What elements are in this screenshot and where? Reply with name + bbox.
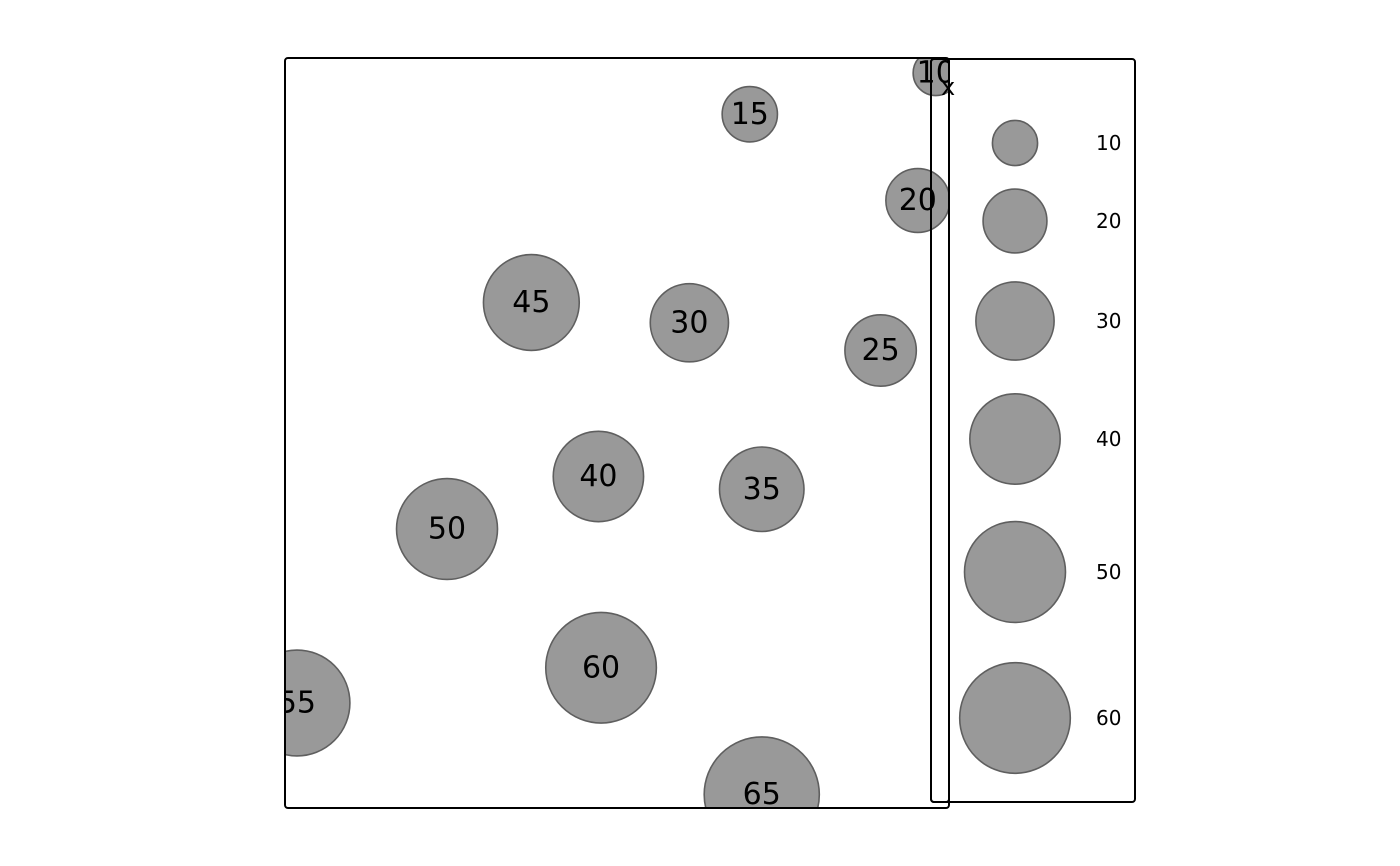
- bubble-point: [885, 167, 949, 234]
- legend-label: 40: [1096, 427, 1121, 451]
- bubble-point: [285, 649, 351, 757]
- legend-key: [991, 119, 1039, 167]
- legend-label: 60: [1096, 706, 1121, 730]
- bubble-point: [718, 446, 805, 533]
- legend-key: [975, 281, 1055, 361]
- bubble-point: [844, 313, 918, 387]
- bubble-label: 60: [582, 650, 620, 685]
- bubble-label: 65: [743, 777, 781, 812]
- bubble-label: 50: [428, 512, 466, 547]
- bubble-label: 45: [512, 285, 550, 320]
- bubble-point: [649, 282, 730, 363]
- bubble-label: 55: [278, 686, 316, 721]
- bubble-point: [395, 477, 499, 581]
- bubble-point: [544, 611, 658, 724]
- legend-key-strip: [930, 58, 950, 803]
- legend-key: [958, 661, 1072, 775]
- bubble-point: [721, 85, 779, 143]
- bubble-point: [552, 430, 645, 523]
- bubble-point: [703, 736, 821, 808]
- bubble-label: 15: [731, 97, 769, 132]
- legend-key: [969, 393, 1061, 485]
- legend-label: 50: [1096, 560, 1121, 584]
- bubble-label: 35: [743, 472, 781, 507]
- bubble-label: 30: [670, 305, 708, 340]
- legend: 10 20 30 40 50 60: [958, 119, 1121, 775]
- legend-label: 30: [1096, 309, 1121, 333]
- legend-key: [963, 520, 1067, 624]
- bubble-label: 40: [579, 459, 617, 494]
- legend-label: 20: [1096, 209, 1121, 233]
- legend-label: 10: [1096, 131, 1121, 155]
- legend-key: [982, 188, 1048, 254]
- legend-title: x: [941, 73, 955, 101]
- bubble-label: 25: [862, 333, 900, 368]
- bubble-label: 10: [917, 56, 955, 91]
- bubble-point: [482, 253, 581, 352]
